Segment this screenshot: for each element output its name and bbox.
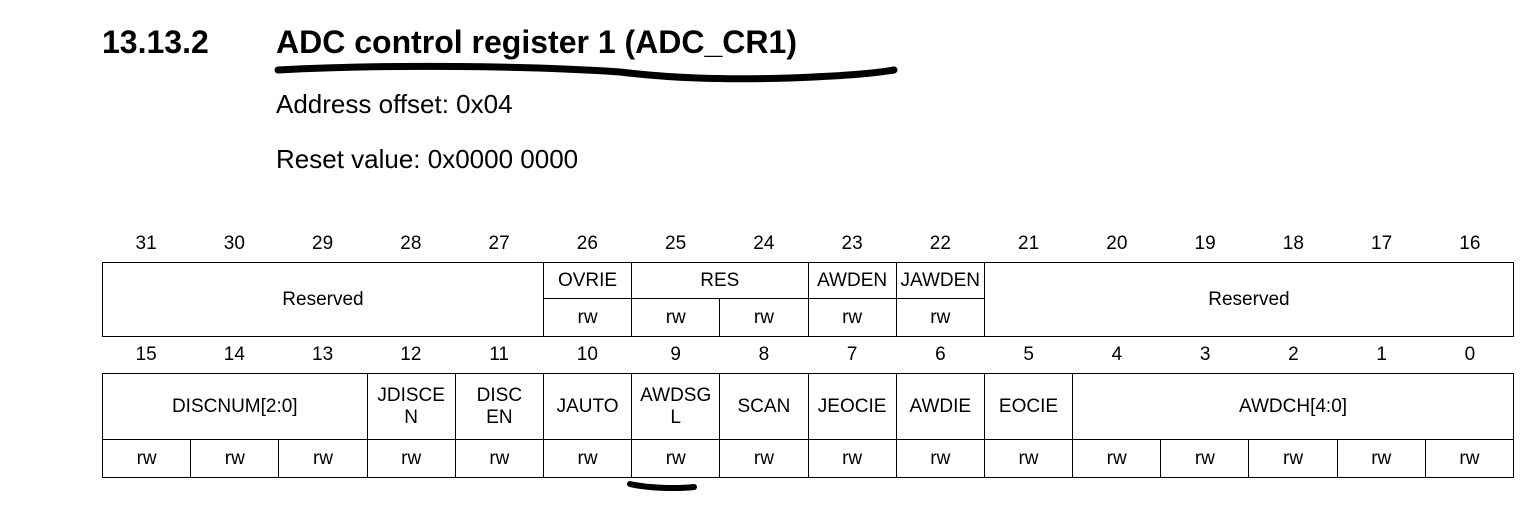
bit-number: 15 (135, 344, 157, 365)
field-awdie: AWDIE (896, 374, 985, 440)
access-cell: rw (543, 440, 633, 478)
field-eocie: EOCIE (984, 374, 1074, 440)
bit-number: 4 (1111, 344, 1123, 365)
bit-number: 19 (1194, 233, 1216, 254)
field-scan: SCAN (720, 374, 809, 440)
bit-number: 16 (1459, 233, 1481, 254)
bit-number: 30 (223, 233, 245, 254)
bit-number: 7 (846, 344, 858, 365)
bit-number: 0 (1464, 344, 1476, 365)
field-res: RES (632, 263, 809, 299)
field-discnum: DISCNUM[2:0] (103, 374, 368, 440)
bit-number: 5 (1023, 344, 1034, 365)
access-cell: rw (367, 440, 456, 478)
bit-number: 29 (312, 233, 334, 254)
section-number: 13.13.2 (102, 24, 209, 60)
access-res-bit24: rw (720, 299, 809, 337)
bit-number: 31 (135, 233, 157, 254)
bit-number: 14 (223, 344, 245, 365)
bit-number: 24 (753, 233, 775, 254)
field-reserved-low: Reserved (984, 263, 1514, 337)
address-offset: Address offset: 0x04 (276, 89, 513, 119)
access-cell: rw (984, 440, 1074, 478)
bit-number: 20 (1106, 233, 1128, 254)
lower-bit-numbers: 15 14 13 12 11 10 9 8 7 6 5 4 3 2 1 0 (102, 337, 1514, 373)
bit-number: 17 (1371, 233, 1393, 254)
access-cell: rw (1249, 440, 1338, 478)
access-cell: rw (720, 440, 809, 478)
section-title: ADC control register 1 (ADC_CR1) (276, 24, 797, 60)
access-cell: rw (896, 440, 985, 478)
bit-number: 22 (929, 233, 951, 254)
access-cell: rw (455, 440, 544, 478)
bit-number: 13 (312, 344, 334, 365)
field-awdch: AWDCH[4:0] (1073, 374, 1514, 440)
handwritten-rw-underline (627, 481, 697, 491)
bit-number: 28 (400, 233, 422, 254)
field-reserved-high: Reserved (103, 263, 544, 337)
bit-number: 23 (841, 233, 863, 254)
access-cell: rw (103, 440, 192, 478)
access-cell: rw (1073, 440, 1162, 478)
bit-number: 1 (1376, 344, 1387, 365)
field-ovrie: OVRIE (543, 263, 633, 299)
access-awden: rw (808, 299, 897, 337)
bit-number: 8 (758, 344, 770, 365)
lower-register-fields: DISCNUM[2:0] JDISCE N DISC EN JAUTO AWDS… (102, 373, 1514, 478)
field-jawden: JAWDEN (896, 263, 985, 299)
bit-number: 10 (576, 344, 598, 365)
bit-number: 25 (665, 233, 687, 254)
bit-number: 18 (1282, 233, 1304, 254)
access-cell: rw (191, 440, 280, 478)
bit-number: 12 (400, 344, 422, 365)
access-cell: rw (808, 440, 897, 478)
bit-number: 27 (488, 233, 510, 254)
access-jawden: rw (896, 299, 985, 337)
register-bit-table: 31 30 29 28 27 26 25 24 23 22 21 20 19 1… (102, 226, 1514, 478)
field-jeocie: JEOCIE (808, 374, 897, 440)
field-awdsgl: AWDSG L (632, 374, 721, 440)
field-jdiscen: JDISCE N (367, 374, 456, 440)
access-ovrie: rw (543, 299, 633, 337)
field-awden: AWDEN (808, 263, 897, 299)
bit-number: 26 (576, 233, 598, 254)
access-cell: rw (279, 440, 368, 478)
bit-number: 11 (489, 344, 509, 365)
bit-number: 6 (935, 344, 946, 365)
bit-number: 21 (1018, 233, 1040, 254)
bit-number: 2 (1288, 344, 1299, 365)
upper-register-fields: Reserved OVRIE RES AWDEN JAWDEN Reserved… (102, 262, 1514, 337)
access-cell: rw (1337, 440, 1426, 478)
upper-bit-numbers: 31 30 29 28 27 26 25 24 23 22 21 20 19 1… (102, 226, 1514, 262)
field-discen: DISC EN (455, 374, 544, 440)
bit-number: 9 (670, 344, 681, 365)
access-cell: rw (1425, 440, 1514, 478)
bit-number: 3 (1199, 344, 1211, 365)
access-cell: rw (632, 440, 721, 478)
access-res-bit25: rw (632, 299, 721, 337)
access-cell: rw (1161, 440, 1250, 478)
reset-value: Reset value: 0x0000 0000 (276, 144, 579, 174)
field-jauto: JAUTO (543, 374, 633, 440)
